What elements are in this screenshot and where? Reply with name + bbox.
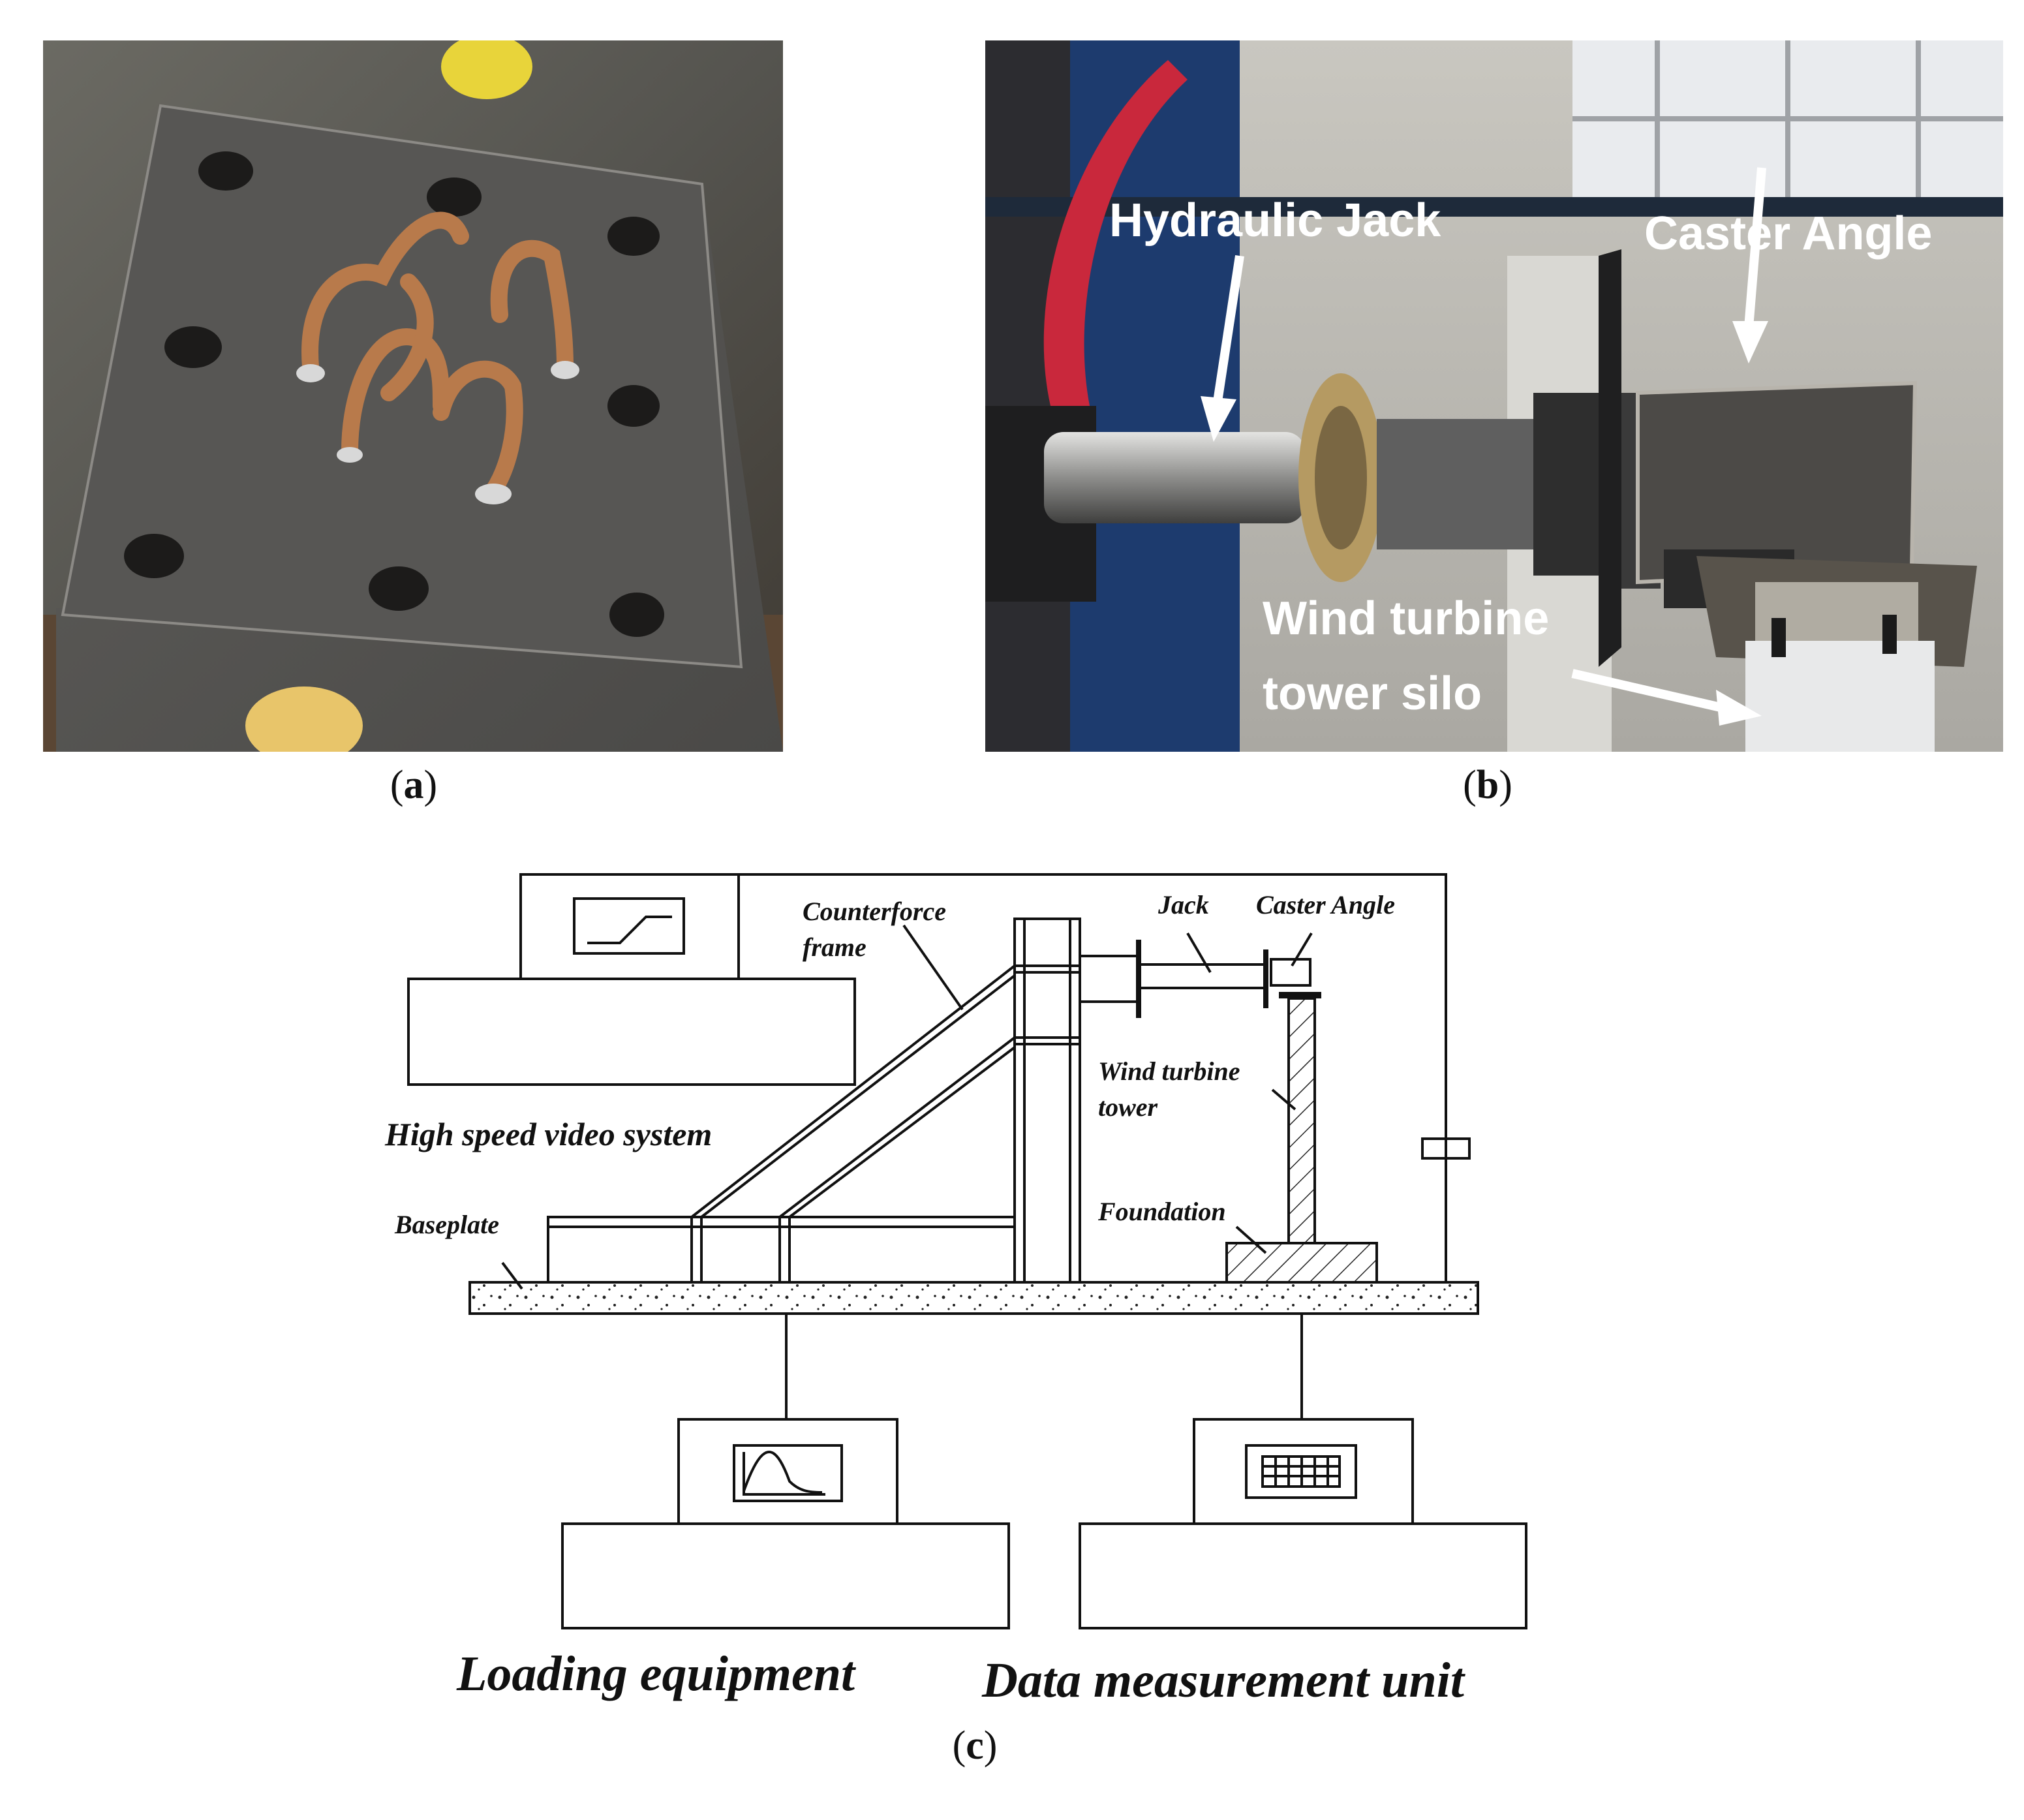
label-data-measurement-unit: Data measurement unit bbox=[981, 1653, 1466, 1708]
data-unit-base bbox=[1079, 1522, 1527, 1629]
jack-rod bbox=[1137, 963, 1267, 989]
label-tower-silo-line2: tower silo bbox=[1263, 668, 1482, 720]
label-tower-silo-line1: Wind turbine bbox=[1263, 593, 1549, 645]
label-counterforce-line2: frame bbox=[803, 933, 866, 962]
brace-outer bbox=[690, 964, 1016, 1218]
video-system-base bbox=[407, 978, 856, 1086]
label-video-system: High speed video system bbox=[384, 1116, 712, 1152]
wind-turbine-tower bbox=[1287, 997, 1316, 1244]
counterforce-column bbox=[1013, 918, 1081, 1284]
label-tower-line1: Wind turbine bbox=[1098, 1057, 1240, 1086]
video-monitor-box bbox=[519, 873, 740, 980]
loading-screen-icon bbox=[733, 1444, 843, 1502]
leader-tower bbox=[1271, 1088, 1296, 1111]
anchor-plate-illustration bbox=[43, 40, 783, 752]
leader-foundation bbox=[1235, 1226, 1267, 1254]
leader-baseplate bbox=[501, 1261, 523, 1290]
caster-angle-part bbox=[1270, 958, 1311, 987]
label-loading-equipment: Loading equipment bbox=[456, 1646, 857, 1701]
test-schematic: Counterforce frame Jack Caster Angle Win… bbox=[384, 873, 1527, 1708]
loading-equipment-base bbox=[561, 1522, 1010, 1629]
leader-counterforce bbox=[902, 924, 964, 1011]
data-monitor-box bbox=[1193, 1418, 1414, 1525]
signal-wire-top bbox=[739, 873, 1447, 1145]
leader-caster bbox=[1291, 932, 1313, 967]
label-caster-angle: Caster Angle bbox=[1644, 208, 1932, 260]
photo-anchor-plate bbox=[43, 40, 783, 752]
leader-jack bbox=[1186, 932, 1212, 974]
loading-monitor-box bbox=[677, 1418, 898, 1525]
video-screen-icon bbox=[573, 897, 685, 955]
loading-axes bbox=[743, 1452, 825, 1496]
caption-a: (a) bbox=[390, 763, 438, 807]
label-caster-angle-diagram: Caster Angle bbox=[1256, 890, 1395, 919]
label-counterforce-line1: Counterforce bbox=[803, 897, 946, 926]
video-screen-curve bbox=[587, 916, 672, 944]
loading-curve bbox=[743, 1451, 823, 1494]
photo-test-setup: Hydraulic Jack Caster Angle Wind turbine… bbox=[985, 40, 2003, 752]
brace-inner bbox=[778, 1036, 1016, 1218]
foundation-block bbox=[1225, 1242, 1378, 1284]
baseplate bbox=[468, 1281, 1479, 1315]
label-jack: Jack bbox=[1158, 890, 1209, 919]
label-foundation: Foundation bbox=[1097, 1197, 1226, 1226]
test-setup-illustration: Hydraulic Jack Caster Angle Wind turbine… bbox=[985, 40, 2003, 752]
label-hydraulic-jack: Hydraulic Jack bbox=[1109, 194, 1441, 247]
jack-mount bbox=[1079, 955, 1140, 1003]
label-tower-line2: tower bbox=[1098, 1092, 1158, 1122]
data-screen-icon bbox=[1245, 1444, 1357, 1499]
caption-b: (b) bbox=[1463, 763, 1512, 807]
label-baseplate: Baseplate bbox=[394, 1210, 499, 1239]
caption-c: (c) bbox=[952, 1723, 998, 1768]
